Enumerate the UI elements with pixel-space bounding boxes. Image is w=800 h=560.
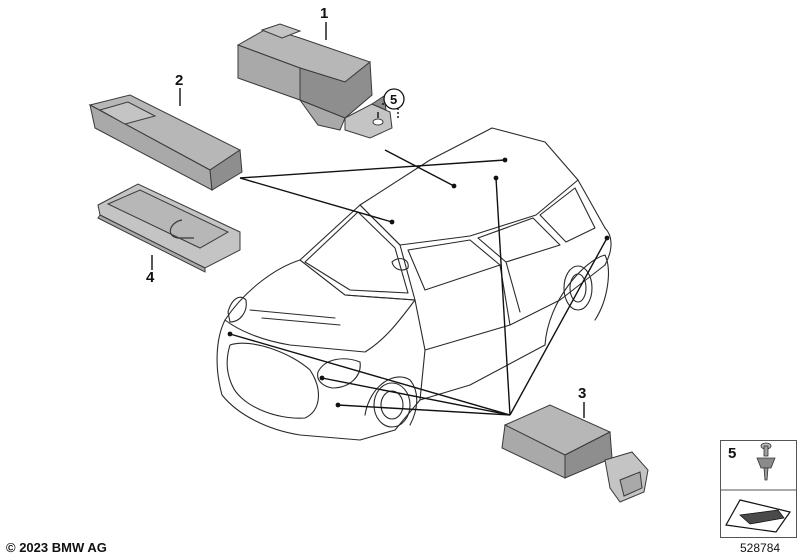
- legend-panel: 5: [720, 442, 797, 533]
- dot-roof-rear: [502, 157, 508, 163]
- part-4-cover-tray: [97, 183, 241, 273]
- callout-5: 5: [390, 92, 397, 107]
- leader-lines: [151, 22, 608, 418]
- legend-box: [720, 440, 797, 538]
- legend-label-5: 5: [728, 445, 736, 462]
- dot-front-bumper: [335, 402, 341, 408]
- screw-icon: [756, 442, 776, 481]
- clip-arrow-icon: [725, 499, 791, 533]
- callout-4: 4: [146, 269, 155, 286]
- connection-dots: [227, 157, 610, 408]
- copyright-text: © 2023 BMW AG: [6, 540, 107, 555]
- part-1-control-unit: [236, 23, 393, 139]
- part-2-receiver-module: [88, 94, 243, 191]
- dot-pillar: [493, 175, 499, 181]
- car-outline: [216, 127, 612, 441]
- dot-roof-center: [451, 183, 457, 189]
- dot-roof-front: [389, 219, 395, 225]
- dot-rear-bumper: [604, 235, 610, 241]
- dot-headlight-right: [319, 375, 325, 381]
- callout-2: 2: [175, 72, 183, 89]
- callout-5-circle: [383, 88, 405, 110]
- callout-1: 1: [320, 5, 328, 22]
- dot-headlight-left: [227, 331, 233, 337]
- callout-3: 3: [578, 385, 586, 402]
- drawing-number: 528784: [740, 541, 781, 555]
- part-3-antenna-module: [501, 404, 649, 503]
